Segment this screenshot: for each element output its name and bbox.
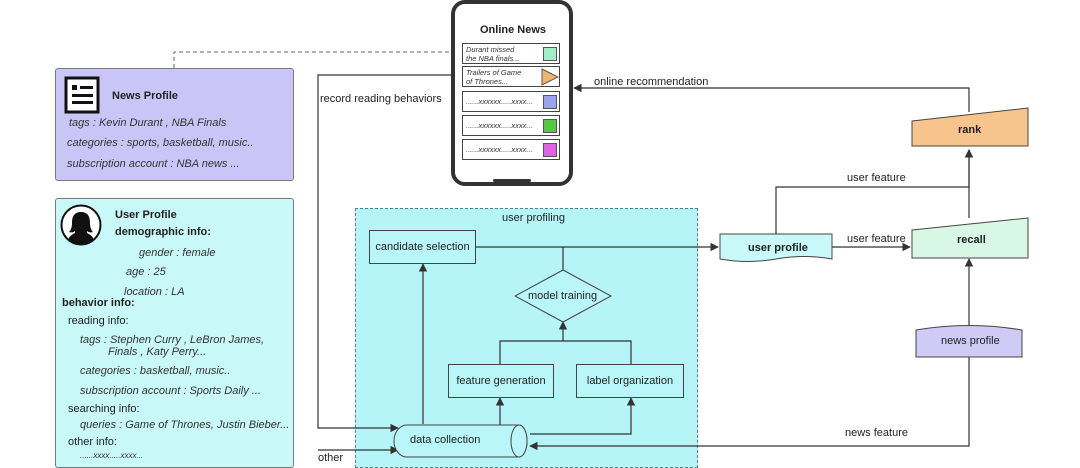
other-info-heading: other info: [68, 436, 117, 448]
news-item-1-line1: Durant missed [466, 45, 515, 54]
phone-home-indicator [493, 179, 531, 182]
user-profile-card [55, 198, 294, 468]
reading-tags-line1: tags : Stephen Curry , LeBron James, [80, 334, 265, 346]
news-profile-subscription: subscription account : NBA news ... [67, 158, 240, 170]
user-profiling-label: user profiling [502, 212, 565, 224]
feature-generation-node[interactable]: feature generation [448, 364, 554, 398]
news-profile-title: News Profile [112, 90, 179, 102]
news-feature-label: news feature [845, 427, 908, 439]
rank-node[interactable] [911, 107, 1029, 147]
news-item-5-text: ......xxxxxx.....xxxx... [466, 145, 533, 154]
location-value: location : LA [124, 286, 185, 298]
candidate-selection-node[interactable]: candidate selection [369, 230, 476, 264]
demographic-heading: demographic info: [115, 226, 211, 238]
user-avatar-icon [60, 204, 102, 246]
data-collection-label: data collection [410, 434, 481, 446]
recall-node-label: recall [957, 234, 986, 246]
news-item-2-marker [541, 68, 559, 86]
news-item-2-line1: Trailers of Game [466, 68, 522, 77]
reading-tags-line2: Finals , Katy Perry... [108, 346, 207, 358]
news-link-dashed [173, 51, 452, 68]
online-recommendation-label: online recommendation [594, 76, 709, 88]
queries-value: queries : Game of Thrones, Justin Bieber… [80, 419, 290, 431]
news-item-1-line2: the NBA finals... [466, 54, 520, 63]
news-item-4-marker [543, 119, 557, 133]
searching-heading: searching info: [68, 403, 140, 415]
news-profile-tags: tags : Kevin Durant , NBA Finals [69, 117, 227, 129]
model-training-label: model training [528, 290, 598, 302]
behavior-heading: behavior info: [62, 297, 135, 309]
news-profile-node-label: news profile [941, 335, 1000, 347]
news-item-3-text: ......xxxxxx.....xxxx... [466, 97, 533, 106]
user-profile-node[interactable] [719, 233, 833, 263]
reading-categories: categories : basketball, music.. [80, 365, 231, 377]
news-profile-node[interactable] [915, 324, 1023, 358]
record-reading-label: record reading behaviors [320, 93, 442, 105]
news-item-3[interactable]: ......xxxxxx.....xxxx... [462, 91, 560, 112]
document-icon [64, 76, 100, 114]
recall-node[interactable] [911, 217, 1029, 259]
label-organization-node[interactable]: label organization [576, 364, 684, 398]
user-profile-node-label: user profile [748, 242, 808, 254]
news-profile-categories: categories : sports, basketball, music.. [67, 137, 254, 149]
rank-node-label: rank [958, 124, 982, 136]
data-collection-node[interactable] [393, 424, 529, 458]
news-item-2-line2: of Thrones... [466, 77, 509, 86]
other-info-value: ......xxxx.....xxxx... [80, 451, 144, 460]
phone-title: Online News [480, 24, 547, 36]
reading-heading: reading info: [68, 315, 129, 327]
news-item-4-text: ......xxxxxx.....xxxx... [466, 121, 533, 130]
news-item-1-marker [543, 47, 557, 61]
news-item-4[interactable]: ......xxxxxx.....xxxx... [462, 115, 560, 136]
user-profile-title: User Profile [115, 209, 177, 221]
news-item-5[interactable]: ......xxxxxx.....xxxx... [462, 139, 560, 160]
online-recommendation-edge [573, 83, 970, 112]
gender-value: gender : female [139, 247, 216, 259]
reading-subscription: subscription account : Sports Daily ... [80, 385, 261, 397]
news-item-5-marker [543, 143, 557, 157]
news-item-3-marker [543, 95, 557, 109]
age-value: age : 25 [126, 266, 166, 278]
user-feature-top-label: user feature [847, 172, 906, 184]
user-feature-mid-label: user feature [847, 233, 906, 245]
